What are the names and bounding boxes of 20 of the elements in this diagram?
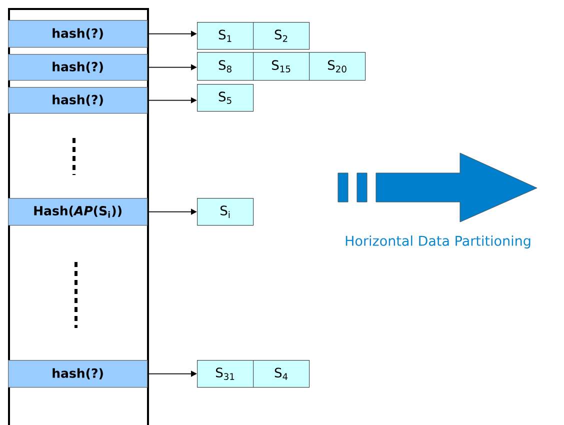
bucket-cell: S$_{15}$: [253, 52, 310, 81]
hash-row: hash(?): [8, 87, 148, 114]
arrow: [147, 64, 197, 70]
bucket-cell: S$_{31}$: [197, 360, 254, 388]
bucket-cell: S$_{8}$: [197, 52, 254, 81]
bucket-cell: S$_{2}$: [253, 22, 310, 50]
arrow: [147, 30, 197, 37]
hash-row: Hash(AP(S$_{i}$)): [8, 198, 148, 226]
hash-row: hash(?): [8, 54, 148, 81]
bucket-cell: S$_{5}$: [197, 84, 254, 112]
bucket-cell: S$_{i}$: [197, 198, 254, 226]
arrow: [147, 370, 197, 377]
hash-row: hash(?): [8, 360, 148, 388]
arrow: [147, 208, 197, 215]
hash-row: hash(?): [8, 20, 148, 48]
bucket-cell: S$_{4}$: [253, 360, 310, 388]
bucket-cell: S$_{20}$: [309, 52, 366, 81]
arrow: [147, 97, 197, 104]
bucket-cell: S$_{1}$: [197, 22, 254, 50]
caption-text: Horizontal Data Partitioning: [346, 235, 530, 249]
